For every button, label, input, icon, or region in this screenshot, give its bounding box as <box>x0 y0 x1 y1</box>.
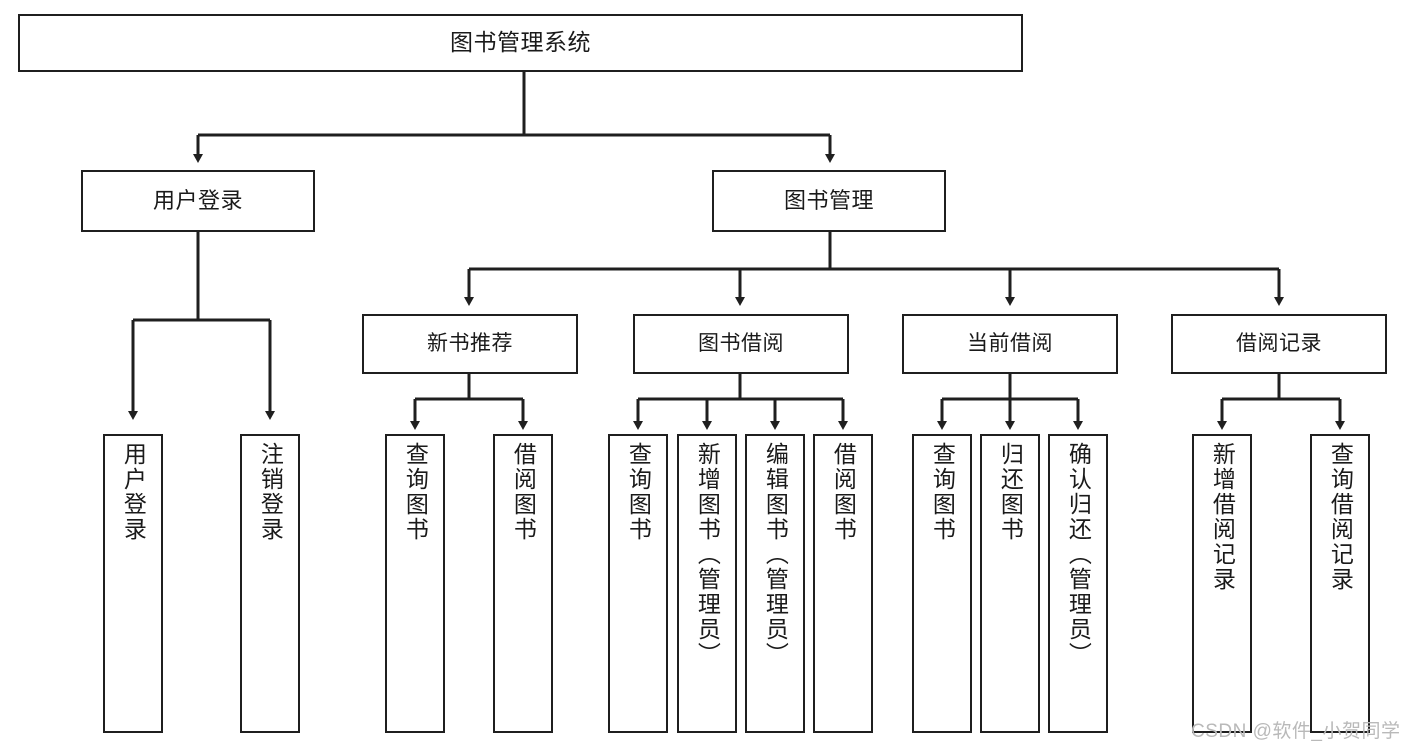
node-new-book-recommendation: 新书推荐 <box>362 314 578 374</box>
leaf-user-logout-label: 注销登录 <box>257 442 284 542</box>
leaf-return-book: 归还图书 <box>980 434 1040 733</box>
node-new-book-recommendation-label: 新书推荐 <box>427 331 513 355</box>
node-book-manage: 图书管理 <box>712 170 946 232</box>
leaf-query-book-1-label: 查询图书 <box>402 442 429 542</box>
leaf-query-book-1: 查询图书 <box>385 434 445 733</box>
leaf-query-book-2: 查询图书 <box>608 434 668 733</box>
leaf-add-borrow-record-label: 新增借阅记录 <box>1209 442 1236 592</box>
leaf-add-book-admin-label: 新增图书（管理员） <box>694 442 721 667</box>
leaf-query-book-2-label: 查询图书 <box>625 442 652 542</box>
node-current-borrow-label: 当前借阅 <box>967 331 1053 355</box>
leaf-query-borrow-record-label: 查询借阅记录 <box>1327 442 1354 592</box>
leaf-add-borrow-record: 新增借阅记录 <box>1192 434 1252 733</box>
leaf-return-book-label: 归还图书 <box>997 442 1024 542</box>
node-borrow-record-label: 借阅记录 <box>1236 331 1322 355</box>
leaf-query-book-3: 查询图书 <box>912 434 972 733</box>
leaf-edit-book-admin: 编辑图书（管理员） <box>745 434 805 733</box>
leaf-edit-book-admin-label: 编辑图书（管理员） <box>762 442 789 667</box>
leaf-add-book-admin: 新增图书（管理员） <box>677 434 737 733</box>
leaf-borrow-book-1-label: 借阅图书 <box>510 442 537 542</box>
leaf-confirm-return-admin-label: 确认归还（管理员） <box>1065 442 1092 667</box>
leaf-borrow-book-1: 借阅图书 <box>493 434 553 733</box>
node-user-login-label: 用户登录 <box>152 188 243 214</box>
leaf-confirm-return-admin: 确认归还（管理员） <box>1048 434 1108 733</box>
leaf-borrow-book-2: 借阅图书 <box>813 434 873 733</box>
leaf-user-logout: 注销登录 <box>240 434 300 733</box>
leaf-user-login-label: 用户登录 <box>120 442 147 542</box>
node-root-system: 图书管理系统 <box>18 14 1023 72</box>
node-root-system-label: 图书管理系统 <box>450 29 591 56</box>
node-current-borrow: 当前借阅 <box>902 314 1118 374</box>
node-borrow-record: 借阅记录 <box>1171 314 1387 374</box>
leaf-query-book-3-label: 查询图书 <box>929 442 956 542</box>
node-user-login: 用户登录 <box>81 170 315 232</box>
leaf-user-login: 用户登录 <box>103 434 163 733</box>
leaf-borrow-book-2-label: 借阅图书 <box>830 442 857 542</box>
node-book-borrow: 图书借阅 <box>633 314 849 374</box>
node-book-borrow-label: 图书借阅 <box>698 331 784 355</box>
leaf-query-borrow-record: 查询借阅记录 <box>1310 434 1370 733</box>
node-book-manage-label: 图书管理 <box>783 188 874 214</box>
